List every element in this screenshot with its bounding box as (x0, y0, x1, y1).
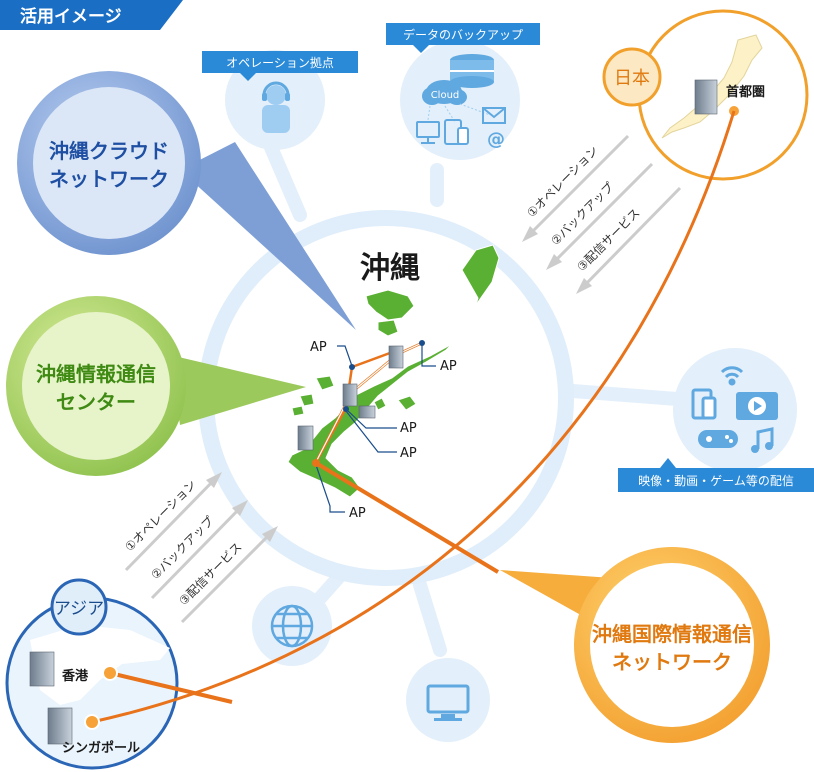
intl-bubble-line1: 沖縄国際情報通信 (592, 622, 752, 646)
japan-region: 日本 首都圏 (602, 9, 809, 181)
ap-label: AP (400, 446, 417, 461)
devices-icon (691, 388, 717, 420)
asia-flow-arrowheads (206, 472, 278, 542)
ap-label: AP (349, 506, 366, 521)
cloud-network-bubble: 沖縄クラウド ネットワーク (17, 71, 356, 330)
wifi-icon (720, 366, 744, 386)
music-note-icon (751, 427, 774, 453)
header-tab: 活用イメージ (0, 0, 183, 30)
backup-device-lines (427, 103, 491, 123)
okinawa-intl-bubble-link (314, 461, 500, 574)
hongkong-city-label: 香港 (61, 668, 89, 684)
building-icon (694, 79, 718, 115)
ap-labels: AP AP AP AP AP (310, 340, 457, 521)
asia-flow-arrows (124, 476, 274, 624)
operations-label-text: オペレーション拠点 (226, 56, 334, 70)
desktop-pc-icon (426, 684, 470, 721)
building-icon (47, 707, 73, 745)
intl-network-bubble: 沖縄国際情報通信 ネットワーク (500, 547, 770, 743)
datacenter-building-icon (297, 345, 404, 451)
datacenter-bubble-line2: センター (56, 390, 136, 414)
database-icon (450, 54, 494, 88)
hongkong-node (102, 665, 118, 681)
cloud-label: Cloud (431, 90, 460, 101)
asia-region: アジア 香港 シンガポール (5, 578, 179, 770)
datacenter-bubble-line1: 沖縄情報通信 (36, 362, 156, 386)
asia-badge (50, 578, 108, 636)
cloud-bubble-line2: ネットワーク (49, 167, 169, 191)
intl-bubble-inner (590, 563, 754, 727)
ap-leader-lines (315, 343, 436, 513)
island-network-white (315, 342, 423, 463)
datacenter-bubble-pointer (170, 355, 306, 425)
video-player-icon (736, 392, 778, 420)
tokyo-city-label: 首都圏 (726, 84, 765, 100)
singapore-node (84, 714, 100, 730)
japan-label: 日本 (614, 68, 650, 89)
intl-bubble-line2: ネットワーク (612, 650, 732, 674)
page-title: 活用イメージ (20, 6, 122, 27)
japan-flow-arrows (526, 134, 682, 290)
monitor-icon (416, 121, 440, 144)
pc-circle (406, 658, 490, 742)
datacenter-bubble: 沖縄情報通信 センター (6, 296, 306, 476)
at-sign-icon: @ (487, 129, 505, 150)
okinawa-island-map (287, 244, 500, 498)
tokyo-singapore-link (91, 110, 736, 724)
backup-label: データのバックアップ (386, 23, 540, 53)
datacenter-bubble-inner (22, 312, 170, 460)
cloud-icon: Cloud (422, 80, 467, 105)
backup-label-text: データのバックアップ (403, 27, 523, 42)
header-tab-shape (0, 0, 183, 30)
asia-label: アジア (54, 599, 104, 619)
cloud-bubble-pointer (180, 142, 356, 330)
ap-label: AP (440, 359, 457, 374)
distribution-label-text: 映像・動画・ゲーム等の配信 (638, 474, 794, 488)
hongkong-link (109, 671, 233, 704)
distribution-label: 映像・動画・ゲーム等の配信 (618, 458, 814, 492)
spoke-distribution (553, 383, 697, 407)
cloud-bubble-inner (33, 87, 185, 239)
japan-flow-arrowheads (522, 226, 592, 294)
headset-person-icon (262, 81, 290, 133)
spoke-pc (413, 578, 447, 657)
operations-label: オペレーション拠点 (202, 51, 358, 81)
cloud-bubble-line1: 沖縄クラウド (49, 139, 169, 163)
asia-map (30, 625, 170, 705)
building-icon (29, 651, 55, 687)
game-controller-icon (698, 430, 738, 448)
ap-label: AP (400, 421, 417, 436)
globe-icon (270, 604, 314, 648)
ap-label: AP (310, 340, 327, 355)
japan-badge (602, 47, 662, 107)
okinawa-title: 沖縄 (360, 251, 420, 286)
mail-icon (482, 107, 506, 124)
international-links (91, 110, 736, 724)
singapore-city-label: シンガポール (62, 740, 140, 756)
tablet-icon (444, 119, 469, 145)
